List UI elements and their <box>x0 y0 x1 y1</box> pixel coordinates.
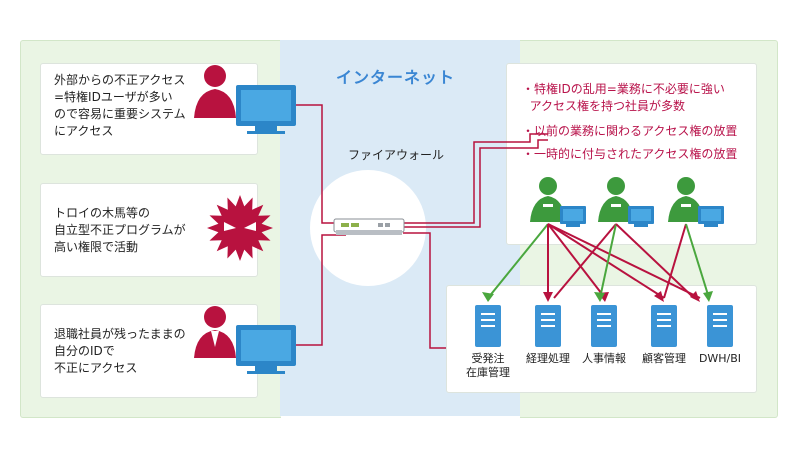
threat-text-retired: 退職社員が残ったままの 自分のIDで 不正にアクセス <box>54 327 186 375</box>
monitor-icon-2 <box>236 325 296 374</box>
line-firewall-to-users-a <box>403 133 548 224</box>
access-red-u1-s5 <box>547 223 701 299</box>
server-icon-3 <box>591 305 617 347</box>
threat-text-trojan: トロイの木馬等の 自立型不正プログラムが 高い権限で活動 <box>54 206 186 254</box>
server-icon-5 <box>707 305 733 347</box>
server-icon-2 <box>535 305 561 347</box>
firewall-device <box>333 218 405 235</box>
access-red-u2-s5 <box>615 223 695 299</box>
system-label-customers: 顧客管理 <box>642 352 686 365</box>
note-1: ・特権IDの乱用=業務に不必要に強い アクセス権を持つ社員が多数 <box>522 82 725 113</box>
server-icon-1 <box>475 305 501 347</box>
line-firewall-to-systems <box>403 232 446 349</box>
system-label-dwh: DWH/BI <box>698 352 742 365</box>
user-icon-2 <box>598 177 654 227</box>
system-label-accounting: 経理処理 <box>526 352 570 365</box>
access-red-u3-s4 <box>663 223 687 299</box>
note-2: ・以前の業務に関わるアクセス権の放置 <box>522 124 738 138</box>
user-icon-3 <box>668 177 724 227</box>
firewall-label: ファイアウォール <box>348 148 445 162</box>
network-lines <box>296 104 548 349</box>
access-green-u3-s5 <box>685 223 710 299</box>
access-red-u1-s4 <box>547 223 665 299</box>
access-red-u1-s3 <box>547 223 606 299</box>
server-icon-4 <box>651 305 677 347</box>
virus-icon <box>207 195 273 261</box>
line-firewall-to-users-b <box>403 139 548 228</box>
access-green-u2-s3 <box>599 223 617 299</box>
access-lines <box>487 223 710 299</box>
access-green-u1-s1 <box>487 223 549 299</box>
internet-label: インターネット <box>336 68 456 87</box>
arrowheads <box>482 291 713 302</box>
monitor-icon-1 <box>236 85 296 134</box>
note-3: ・一時的に付与されたアクセス権の放置 <box>522 147 738 161</box>
threat-text-external: 外部からの不正アクセス =特権IDユーザが多い ので容易に重要システム にアクセ… <box>54 73 186 138</box>
access-red-u2-s2 <box>553 223 617 299</box>
attacker-icon-2 <box>194 306 236 358</box>
system-label-hr: 人事情報 <box>582 352 626 365</box>
system-label-orders: 受発注 在庫管理 <box>466 352 510 379</box>
user-icon-1 <box>530 177 586 227</box>
line-retired-to-firewall <box>296 234 346 346</box>
attacker-icon-1 <box>194 65 236 118</box>
